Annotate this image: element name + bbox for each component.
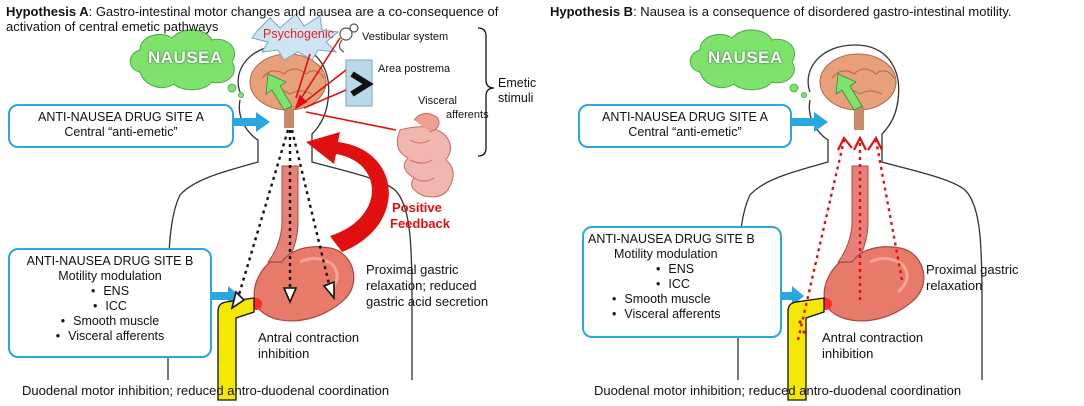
hypothesis-a-panel: Hypothesis A: Gastro-intestinal motor ch… <box>0 0 542 406</box>
vestibular-label: Vestibular system <box>362 31 449 43</box>
stomach <box>823 246 925 322</box>
drug-site-b-box: ANTI-NAUSEA DRUG SITE B Motility modulat… <box>582 226 782 338</box>
nausea-cloud <box>129 29 235 91</box>
duodenal-label: Duodenal motor inhibition; reduced antro… <box>22 383 390 398</box>
list-item: ICC <box>612 277 780 292</box>
afferent-dotted-arrows <box>796 139 904 341</box>
nausea-label: NAUSEA <box>708 48 783 67</box>
antral-line-2: inhibition <box>822 346 874 361</box>
nausea-cloud <box>689 29 795 91</box>
afferent-arrowhead-1 <box>837 135 853 151</box>
drug-site-b-subheading: Motility modulation <box>614 247 718 261</box>
emetic-label-2: stimuli <box>498 91 534 105</box>
dotted-arrowhead-1 <box>230 290 246 310</box>
list-item: Visceral afferents <box>10 329 210 344</box>
drug-site-b-list: ENS ICC Smooth muscle Visceral afferents <box>10 284 210 344</box>
proximal-line-1: Proximal gastric <box>366 262 459 277</box>
positive-feedback-label-2: Feedback <box>390 216 450 231</box>
stomach <box>253 246 355 322</box>
duodenal-label: Duodenal motor inhibition; reduced antro… <box>594 383 962 398</box>
antral-label: Antral contraction inhibition <box>822 330 923 362</box>
positive-feedback-arrow <box>306 132 389 252</box>
brainstem <box>854 106 864 130</box>
green-arrow-icon <box>265 73 293 111</box>
nausea-label: NAUSEA <box>148 48 223 67</box>
list-item: ENS <box>612 262 780 277</box>
green-arrow-icon <box>835 73 863 111</box>
brainstem <box>284 106 294 128</box>
drug-site-b-box: ANTI-NAUSEA DRUG SITE B Motility modulat… <box>8 248 212 358</box>
list-item: ENS <box>10 284 210 299</box>
psychogenic-label: Psychogenic <box>263 27 334 41</box>
proximal-label: Proximal gastric relaxation <box>926 262 1018 294</box>
hypothesis-a-title-line2: activation of central emetic pathways <box>6 19 219 34</box>
antral-line-1: Antral contraction <box>258 330 360 345</box>
hypothesis-b-title: Hypothesis B: Nausea is a consequence of… <box>550 4 1012 19</box>
blue-arrow-icon-b <box>776 286 804 306</box>
positive-feedback-label-1: Positive <box>392 200 442 215</box>
drug-site-a-heading: ANTI-NAUSEA DRUG SITE A <box>601 110 768 124</box>
drug-site-b-heading: ANTI-NAUSEA DRUG SITE B <box>26 254 194 268</box>
efferent-dotted-arrows <box>236 129 332 299</box>
proximal-line-3: gastric acid secretion <box>366 294 489 309</box>
visceral-label-2: afferents <box>446 109 489 121</box>
list-item: Smooth muscle <box>10 314 210 329</box>
blue-arrow-icon-a <box>788 112 828 132</box>
emetic-label-1: Emetic <box>498 76 537 90</box>
afferent-arrowhead-3 <box>867 135 883 151</box>
drug-site-a-heading: ANTI-NAUSEA DRUG SITE A <box>37 110 204 124</box>
drug-site-a-box: ANTI-NAUSEA DRUG SITE A Central “anti-em… <box>8 104 234 148</box>
proximal-line-2: relaxation; reduced <box>366 278 477 293</box>
hypothesis-a-title: Hypothesis A: Gastro-intestinal motor ch… <box>6 4 499 19</box>
stimulus-arrows <box>294 37 397 131</box>
antral-line-2: inhibition <box>258 346 310 361</box>
proximal-label: Proximal gastric relaxation; reduced gas… <box>366 262 488 310</box>
hypothesis-b-illustration <box>689 29 983 401</box>
dotted-arrowhead-3 <box>322 280 335 301</box>
dotted-arrowhead-2 <box>282 287 298 305</box>
visceral-label-1: Visceral <box>418 95 457 107</box>
list-item: Smooth muscle <box>612 292 780 307</box>
list-item: Visceral afferents <box>612 307 780 322</box>
proximal-line-2: relaxation <box>926 278 983 293</box>
drug-site-a-box: ANTI-NAUSEA DRUG SITE A Central “anti-em… <box>578 104 792 148</box>
intestines-icon <box>396 113 454 198</box>
duodenum <box>787 297 825 401</box>
antral-label: Antral contraction inhibition <box>258 330 359 362</box>
drug-site-a-subheading: Central “anti-emetic” <box>628 125 742 139</box>
hypothesis-a-illustration <box>129 13 495 401</box>
vestibular-icon <box>338 23 359 53</box>
proximal-line-1: Proximal gastric <box>926 262 1019 277</box>
psychogenic-burst <box>251 13 340 61</box>
drug-site-a-subheading: Central “anti-emetic” <box>64 125 178 139</box>
area-postrema-chevron <box>350 71 374 97</box>
drug-site-b-heading: ANTI-NAUSEA DRUG SITE B <box>588 232 755 246</box>
duodenum <box>217 297 255 401</box>
list-item: ICC <box>10 299 210 314</box>
emetic-bracket <box>477 27 495 157</box>
drug-site-b-subheading: Motility modulation <box>58 269 162 283</box>
blue-arrow-icon-a <box>232 112 270 132</box>
area-postrema-label: Area postrema <box>378 63 451 75</box>
hypothesis-b-panel: Hypothesis B: Nausea is a consequence of… <box>542 0 1084 406</box>
afferent-arrowhead-2 <box>853 135 867 151</box>
drug-site-b-list: ENS ICC Smooth muscle Visceral afferents <box>584 262 780 322</box>
antral-line-1: Antral contraction <box>822 330 924 345</box>
